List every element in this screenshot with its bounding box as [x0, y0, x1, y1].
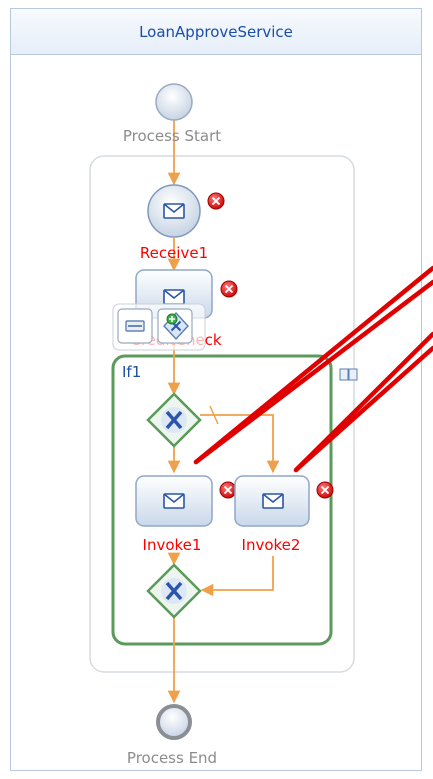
- creditcheck-envelope-icon: [163, 289, 185, 305]
- invoke1-error-icon[interactable]: [219, 481, 237, 499]
- sequence-container[interactable]: [89, 155, 355, 673]
- documentation-icon[interactable]: [339, 368, 358, 381]
- receive1-envelope-icon: [163, 203, 185, 219]
- red-annotation-lines: [193, 265, 433, 473]
- invoke2-error-icon[interactable]: [316, 481, 334, 499]
- if-block[interactable]: [111, 354, 333, 646]
- creditcheck-error-icon[interactable]: [220, 280, 238, 298]
- invoke1-envelope-icon: [163, 493, 185, 509]
- receive1-error-icon[interactable]: [207, 192, 225, 210]
- process-end-node[interactable]: [156, 704, 192, 740]
- process-title: LoanApproveService: [139, 22, 293, 41]
- receive1-label: Receive1: [140, 244, 208, 262]
- process-end-label: Process End: [127, 749, 217, 767]
- invoke2-envelope-icon: [262, 493, 284, 509]
- invoke1-label: Invoke1: [143, 536, 202, 554]
- process-start-label: Process Start: [123, 127, 221, 145]
- if-split-gateway[interactable]: [146, 392, 202, 448]
- collapse-icon[interactable]: [117, 308, 153, 344]
- process-title-bar: LoanApproveService: [11, 9, 421, 55]
- invoke2-label: Invoke2: [242, 536, 301, 554]
- if-block-label: If1: [122, 363, 141, 381]
- process-start-node[interactable]: [155, 83, 193, 121]
- default-branch-mark: [209, 405, 219, 425]
- if-join-gateway[interactable]: [146, 563, 202, 619]
- add-branch-icon[interactable]: [157, 308, 193, 344]
